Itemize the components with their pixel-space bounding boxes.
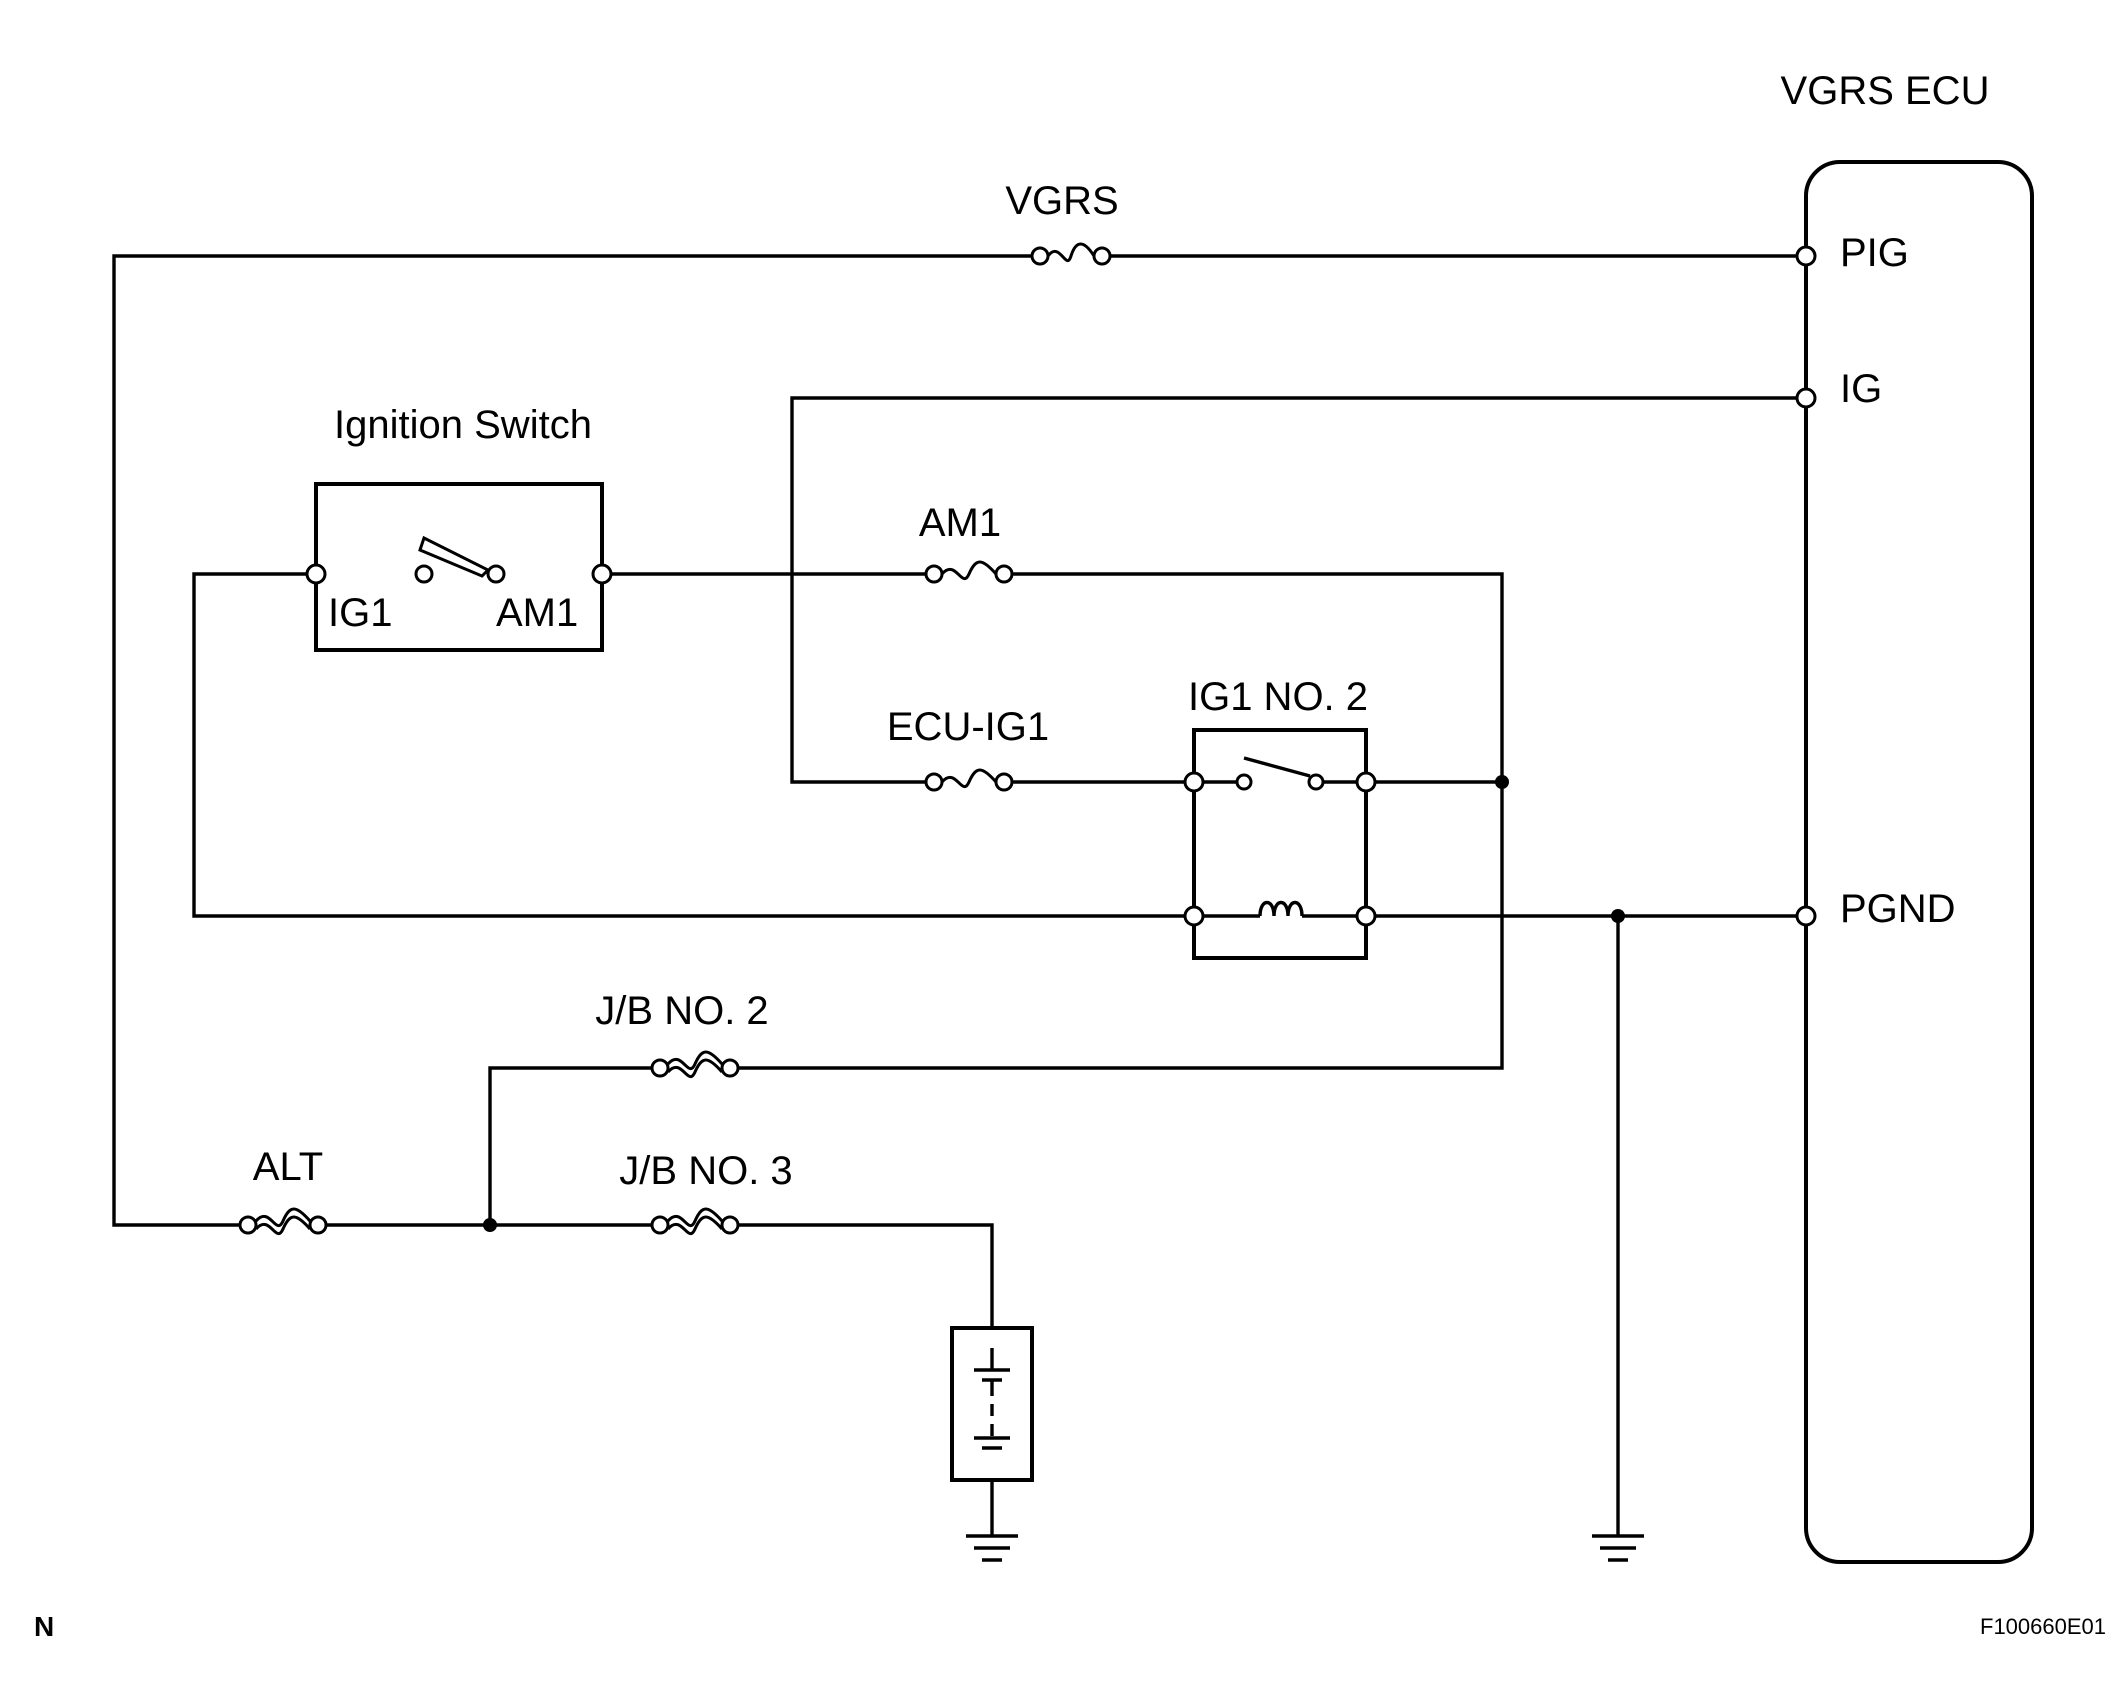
ground-icon: [1592, 1534, 1644, 1562]
ground-icon: [966, 1534, 1018, 1562]
terminal-pgnd: [1795, 905, 1817, 927]
relay-contact-b: [1307, 773, 1325, 791]
figure-id: F100660E01: [1980, 1614, 2106, 1639]
pin-label-pgnd: PGND: [1840, 887, 1956, 931]
relay-terminal-contact-in: [1183, 771, 1205, 793]
junction-pgnd: [1611, 909, 1625, 923]
ecu-title: VGRS ECU: [1781, 69, 1990, 113]
relay-title: IG1 NO. 2: [1188, 675, 1368, 719]
relay-ig1-no2: IG1 NO. 2: [1183, 675, 1377, 960]
wire-ig1-coil: [192, 572, 1194, 918]
wires: [112, 254, 1806, 1536]
wire-ig: [790, 396, 1806, 784]
ig-switch-contact-am1: [486, 564, 506, 584]
ig-switch-blade: [418, 535, 491, 578]
ignition-switch: Ignition Switch IG1 AM1: [305, 403, 613, 652]
junction-relay: [1495, 775, 1509, 789]
corner-code: N: [34, 1611, 54, 1642]
fuse-label-vgrs: VGRS: [1005, 179, 1118, 223]
junction-alt: [483, 1218, 497, 1232]
fuse-label-alt: ALT: [253, 1145, 323, 1189]
relay-terminal-contact-out: [1355, 771, 1377, 793]
fuse-jb-no2: J/B NO. 2: [595, 989, 769, 1079]
ig-switch-label-am1: AM1: [496, 591, 578, 635]
wire-jb2: [488, 572, 1504, 1225]
relay-contact-a: [1235, 773, 1253, 791]
terminal-pig: [1795, 245, 1817, 267]
fuse-ecu-ig1: ECU-IG1: [887, 705, 1049, 792]
wire-jb3-battery: [738, 1223, 994, 1328]
fuse-label-am1: AM1: [919, 501, 1001, 545]
relay-contact-blade: [1243, 756, 1311, 778]
fuse-am1: AM1: [919, 501, 1014, 584]
ig-switch-label-ig1: IG1: [328, 591, 392, 635]
fuse-label-jb2: J/B NO. 2: [595, 989, 768, 1033]
fuse-label-jb3: J/B NO. 3: [619, 1149, 792, 1193]
terminal-ig: [1795, 387, 1817, 409]
pin-label-pig: PIG: [1840, 231, 1909, 275]
ig-switch-contact-ig1: [414, 564, 434, 584]
battery-box: [950, 1326, 1034, 1482]
relay-box: [1192, 728, 1368, 960]
ig-switch-terminal-am1: [591, 563, 613, 585]
ignition-switch-title: Ignition Switch: [334, 403, 592, 447]
fuse-alt: ALT: [238, 1145, 328, 1236]
ecu-body: [1804, 160, 2034, 1564]
fuse-jb-no3: J/B NO. 3: [619, 1149, 793, 1236]
battery: [950, 1326, 1034, 1482]
wire-pig: [112, 254, 1806, 1227]
ig-switch-terminal-ig1: [305, 563, 327, 585]
relay-terminal-coil-in: [1183, 905, 1205, 927]
relay-terminal-coil-out: [1355, 905, 1377, 927]
relay-coil: [1258, 900, 1304, 917]
fuse-label-ecu-ig1: ECU-IG1: [887, 705, 1049, 749]
fuse-vgrs: VGRS: [1005, 179, 1119, 266]
pin-label-ig: IG: [1840, 367, 1882, 411]
vgrs-ecu: VGRS ECU PIG IG PGND: [1781, 69, 2034, 1564]
